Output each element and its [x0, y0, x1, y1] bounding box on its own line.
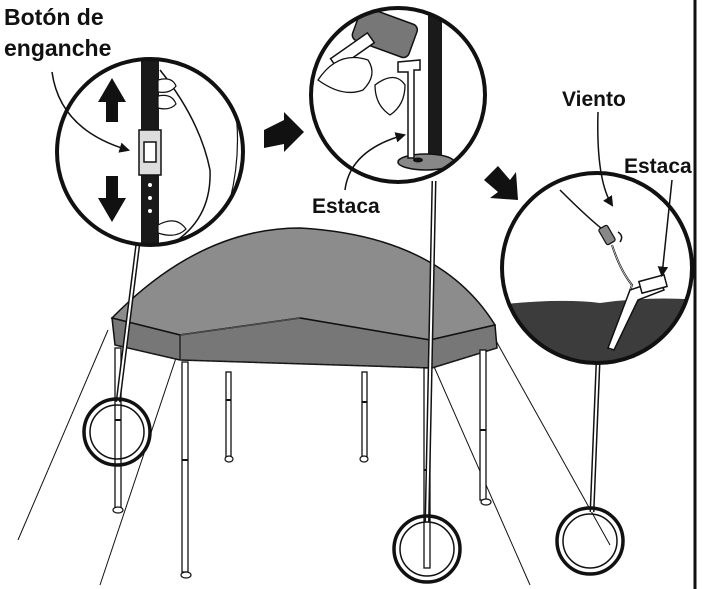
stake-label-1: Estaca [312, 195, 380, 218]
wind-label: Viento [562, 88, 626, 111]
stake-label-2: Estaca [624, 155, 692, 178]
latch-button-label-line1: Botón de [4, 4, 104, 30]
latch-button-label-line2: enganche [4, 35, 111, 61]
detail-circle-stake [311, 5, 485, 182]
arrow-right-icon [264, 112, 304, 152]
arrow-down-right-icon [484, 166, 518, 200]
detail-circle-latch [57, 55, 243, 265]
leg-focus-circles [84, 399, 623, 582]
